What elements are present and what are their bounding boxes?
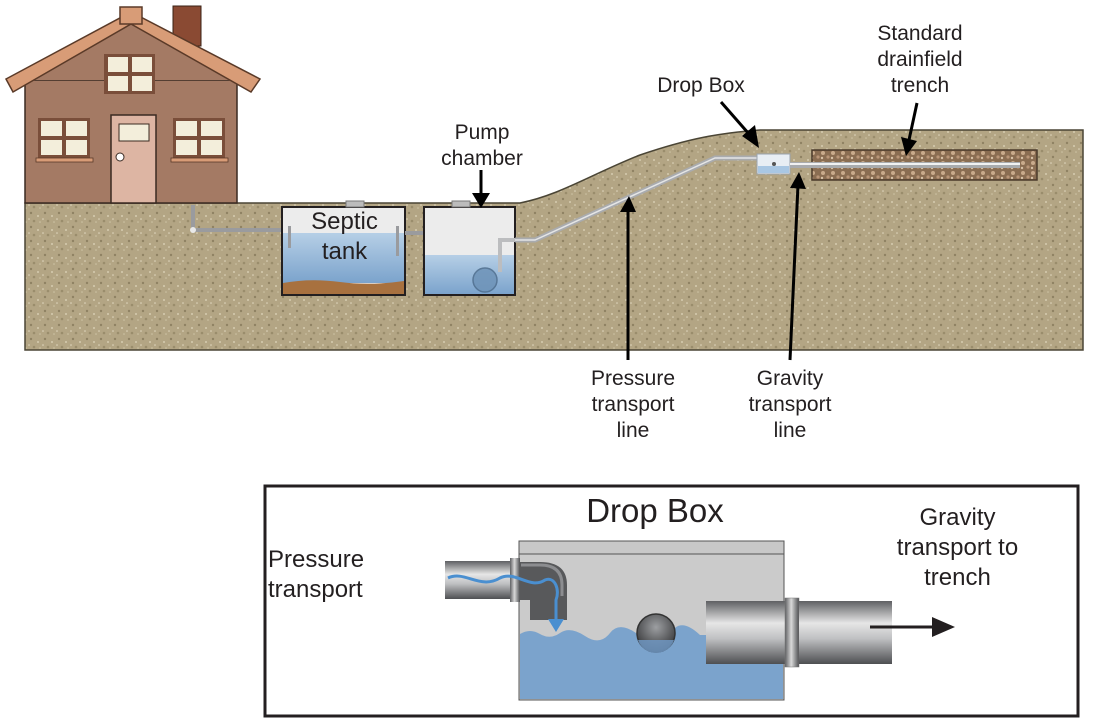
inset-title-text: Drop Box: [586, 492, 724, 529]
label-line: Pressure: [268, 546, 365, 573]
window-left: [35, 118, 94, 163]
label-line: chamber: [441, 147, 523, 170]
label-line: trench: [924, 564, 991, 591]
label-line: transport to: [896, 534, 1019, 561]
label-line: Septic: [311, 208, 378, 235]
label-arrows: [472, 101, 919, 361]
label-line: Gravity: [919, 504, 996, 531]
pipe-cleanout: [190, 227, 196, 233]
label-line: line: [616, 419, 650, 442]
label-septic-tank: Septic tank: [283, 207, 406, 267]
label-pump-chamber: Pump chamber: [420, 120, 544, 172]
inset-label-pressure-transport: Pressure transport: [268, 545, 398, 605]
drop-box-small: [756, 153, 791, 175]
label-line: transport: [268, 576, 363, 603]
pump-chamber: [423, 200, 518, 296]
door: [110, 114, 157, 204]
inset-title: Drop Box: [540, 492, 770, 530]
label-line: transport: [591, 393, 675, 416]
label-pressure-transport-line: Pressure transport line: [563, 366, 703, 444]
window-attic: [104, 54, 155, 94]
inset-outlet-pipe: [706, 597, 892, 668]
septic-tank: [281, 200, 406, 296]
label-line: Gravity: [756, 367, 824, 390]
label-line: line: [773, 419, 807, 442]
label-line: transport: [748, 393, 832, 416]
label-line: trench: [890, 74, 950, 97]
label-line: Drop Box: [657, 74, 745, 97]
pump-icon: [472, 267, 498, 293]
label-line: Standard: [877, 22, 963, 45]
window-right: [170, 118, 229, 163]
label-drainfield-trench: Standard drainfield trench: [855, 21, 985, 99]
inset-label-gravity-transport: Gravity transport to trench: [875, 503, 1040, 593]
label-line: Pressure: [590, 367, 676, 390]
house: [4, 5, 262, 204]
outflow-arrow-head: [932, 617, 955, 637]
label-line: tank: [321, 238, 368, 265]
label-line: Pump: [454, 121, 510, 144]
label-line: drainfield: [877, 48, 963, 71]
flow-arrow: [447, 574, 559, 620]
label-drop-box: Drop Box: [636, 73, 766, 99]
label-gravity-transport-line: Gravity transport line: [720, 366, 860, 444]
